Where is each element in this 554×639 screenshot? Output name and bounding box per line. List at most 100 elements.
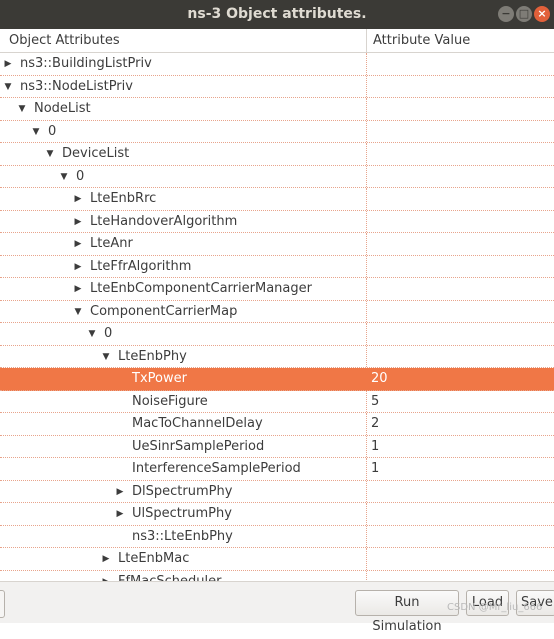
triangle-right-icon[interactable]: ▶: [74, 216, 82, 227]
attribute-value-cell[interactable]: [367, 76, 554, 98]
tree-row[interactable]: NoiseFigure 5: [0, 390, 554, 413]
tree-row[interactable]: ▼ComponentCarrierMap: [0, 300, 554, 323]
tree-row[interactable]: ▶LteAnr: [0, 233, 554, 256]
attribute-value-cell[interactable]: 20: [371, 371, 388, 386]
attribute-value-cell[interactable]: [367, 256, 554, 278]
triangle-down-icon[interactable]: ▼: [46, 149, 54, 159]
triangle-down-icon[interactable]: ▼: [88, 329, 96, 339]
attribute-value-cell[interactable]: [367, 211, 554, 233]
tree-row[interactable]: ▶LteEnbComponentCarrierManager: [0, 278, 554, 301]
attribute-value-cell[interactable]: [367, 121, 554, 143]
load-button[interactable]: Load: [466, 590, 509, 616]
tree-row[interactable]: ▼ DeviceList: [0, 143, 554, 166]
attribute-name: InterferenceSamplePeriod: [132, 461, 301, 476]
tree-row[interactable]: ▼0: [0, 323, 554, 346]
attribute-name-cell: MacToChannelDelay: [0, 413, 367, 435]
attribute-value-cell[interactable]: [367, 98, 554, 120]
tree-row[interactable]: ▶LteFfrAlgorithm: [0, 255, 554, 278]
attribute-value-cell[interactable]: [367, 278, 554, 300]
triangle-right-icon[interactable]: ▶: [74, 261, 82, 272]
triangle-right-icon[interactable]: ▶: [74, 194, 82, 204]
triangle-right-icon[interactable]: ▶: [4, 59, 12, 69]
tree-row[interactable]: ▼0: [0, 165, 554, 188]
attribute-name-cell: ▼ DeviceList: [0, 143, 367, 165]
triangle-right-icon[interactable]: ▶: [102, 554, 110, 564]
column-header-object-attributes[interactable]: Object Attributes: [0, 29, 367, 52]
tree-row[interactable]: ns3::LteEnbPhy: [0, 525, 554, 548]
attribute-name: 0: [48, 123, 57, 139]
attribute-value-cell[interactable]: [367, 143, 554, 165]
attribute-value-cell[interactable]: [367, 188, 554, 210]
attribute-name-cell: ▼NodeList: [0, 98, 367, 120]
attribute-name: DlSpectrumPhy: [132, 483, 233, 499]
triangle-right-icon[interactable]: ▶: [116, 509, 124, 519]
run-simulation-button[interactable]: Run Simulation: [355, 590, 459, 634]
tree-row[interactable]: ▶ FfMacScheduler: [0, 570, 554, 582]
attribute-name-cell: ns3::LteEnbPhy: [0, 525, 367, 547]
triangle-down-icon[interactable]: ▼: [32, 126, 40, 137]
tree-row[interactable]: ▶ LteHandoverAlgorithm: [0, 210, 554, 233]
attribute-value-cell[interactable]: 1: [371, 461, 380, 476]
tree-row[interactable]: ▶ns3::BuildingListPriv: [0, 53, 554, 76]
attribute-name-cell: ▶LteFfrAlgorithm: [0, 255, 367, 277]
attribute-value-cell[interactable]: [367, 166, 554, 188]
attribute-value-cell[interactable]: [367, 323, 554, 345]
close-icon[interactable]: ×: [534, 6, 550, 22]
attribute-value-cell[interactable]: 1: [371, 438, 380, 454]
tree-row[interactable]: ▼0: [0, 120, 554, 143]
attribute-name: 0: [104, 326, 113, 341]
attribute-value-cell[interactable]: 2: [371, 416, 380, 431]
attribute-value-cell[interactable]: [367, 548, 554, 570]
minimize-icon[interactable]: −: [498, 6, 514, 22]
attribute-name-cell: ▼0: [0, 323, 367, 345]
attribute-name-cell: ▶ LteHandoverAlgorithm: [0, 210, 367, 232]
tree-row[interactable]: ▶ DlSpectrumPhy: [0, 480, 554, 503]
triangle-right-icon[interactable]: ▶: [116, 486, 124, 497]
triangle-down-icon[interactable]: ▼: [4, 81, 12, 92]
tree-row[interactable]: TxPower 20: [0, 368, 554, 391]
attribute-value-cell[interactable]: [367, 233, 554, 255]
attribute-name-cell: InterferenceSamplePeriod: [0, 458, 367, 480]
attribute-value-cell[interactable]: [367, 571, 554, 582]
tree-row[interactable]: ▶UlSpectrumPhy: [0, 503, 554, 526]
attribute-name-cell: ▶LteEnbMac: [0, 548, 367, 570]
triangle-right-icon[interactable]: ▶: [74, 284, 82, 294]
triangle-down-icon[interactable]: ▼: [60, 171, 68, 182]
attribute-value-cell[interactable]: 5: [371, 393, 380, 409]
save-button[interactable]: Save: [516, 590, 554, 616]
attribute-value-cell[interactable]: [367, 503, 554, 525]
tree-row[interactable]: ▼ LteEnbPhy: [0, 345, 554, 368]
tree-row[interactable]: ▼ns3::NodeListPriv: [0, 75, 554, 98]
tree-row[interactable]: MacToChannelDelay 2: [0, 413, 554, 436]
attribute-name: DeviceList: [62, 146, 130, 161]
attribute-name-cell: ▶ LteEnbRrc: [0, 188, 367, 210]
triangle-right-icon[interactable]: ▶: [74, 239, 82, 249]
triangle-right-icon[interactable]: ▶: [100, 571, 112, 582]
attribute-value-cell[interactable]: [367, 301, 554, 323]
attribute-value-cell[interactable]: [367, 53, 554, 75]
attribute-name: NoiseFigure: [132, 393, 208, 409]
tree-header: Object Attributes Attribute Value: [0, 29, 554, 53]
attribute-name-cell: TxPower: [0, 368, 367, 390]
attribute-value-cell[interactable]: [367, 481, 554, 503]
triangle-down-icon[interactable]: ▼: [102, 351, 110, 362]
attribute-name: LteHandoverAlgorithm: [90, 213, 238, 229]
attribute-tree-view[interactable]: Object Attributes Attribute Value ▶ns3::…: [0, 29, 554, 581]
tree-row[interactable]: ▼NodeList: [0, 98, 554, 121]
attribute-name: LteEnbPhy: [118, 348, 187, 364]
column-header-attribute-value[interactable]: Attribute Value: [373, 33, 471, 48]
attribute-value-cell[interactable]: [367, 346, 554, 368]
attribute-name: FfMacScheduler: [118, 573, 222, 582]
tree-row[interactable]: ▶LteEnbMac: [0, 548, 554, 571]
attribute-name: LteEnbRrc: [90, 191, 157, 206]
attribute-name-cell: ▶LteAnr: [0, 233, 367, 255]
tree-row[interactable]: ▶ LteEnbRrc: [0, 188, 554, 211]
triangle-down-icon[interactable]: ▼: [18, 104, 26, 114]
maximize-icon[interactable]: □: [516, 6, 532, 22]
attribute-value-cell[interactable]: [367, 526, 554, 548]
triangle-down-icon[interactable]: ▼: [74, 306, 82, 317]
partial-button[interactable]: [0, 590, 5, 618]
attribute-name-cell: ▼ComponentCarrierMap: [0, 300, 367, 322]
tree-row[interactable]: InterferenceSamplePeriod 1: [0, 458, 554, 481]
